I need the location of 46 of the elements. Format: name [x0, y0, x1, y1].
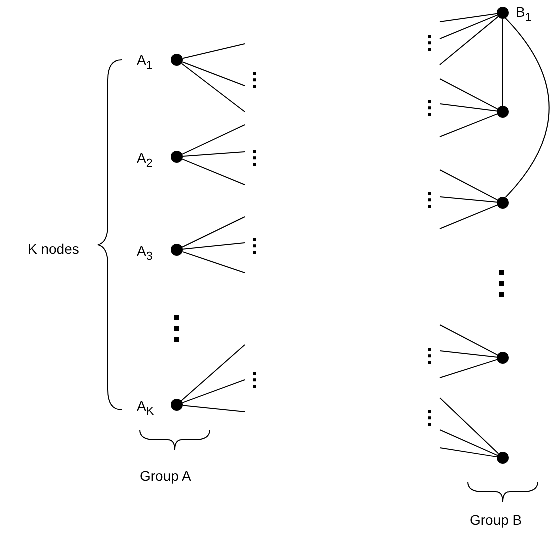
brace-label: K nodes — [28, 241, 80, 257]
connector-line — [182, 62, 246, 86]
node-dot — [497, 197, 509, 209]
node-label: B$_{1}$ — [516, 4, 532, 26]
connector-line — [182, 242, 246, 250]
connector-line — [505, 18, 550, 198]
connector-line — [182, 216, 246, 248]
connector-line — [182, 124, 246, 155]
connector-line — [440, 16, 499, 66]
node-dot — [497, 352, 509, 364]
node-label: A$_{K}$ — [137, 398, 154, 420]
connector-line — [440, 196, 498, 203]
connector-line — [440, 398, 500, 454]
connector-line — [182, 405, 246, 412]
node-label: A$_{3}$ — [137, 243, 153, 265]
connector-line — [440, 104, 498, 112]
connector-line — [181, 63, 246, 112]
connector-line — [440, 350, 498, 358]
group-label: Group B — [470, 512, 522, 528]
connector-line — [440, 13, 498, 22]
connector-line — [440, 204, 498, 230]
node-dot — [171, 399, 183, 411]
node-dot — [171, 151, 183, 163]
connector-line — [182, 380, 246, 404]
connector-line — [181, 344, 246, 402]
connector-line — [440, 448, 498, 458]
node-dot — [497, 452, 509, 464]
connector-line — [502, 18, 504, 106]
connector-line — [182, 44, 246, 60]
connector-line — [182, 251, 246, 274]
connector-line — [440, 78, 498, 110]
node-dot — [171, 244, 183, 256]
node-dot — [497, 7, 509, 19]
connector-line — [440, 114, 498, 138]
group-label: Group A — [140, 468, 192, 484]
connector-line — [182, 158, 246, 186]
connector-line — [440, 324, 498, 356]
connector-line — [440, 359, 498, 378]
node-label: A$_{2}$ — [137, 150, 153, 172]
node-dot — [497, 106, 509, 118]
node-dot — [171, 54, 183, 66]
node-label: A$_{1}$ — [137, 52, 153, 74]
connector-line — [440, 170, 498, 201]
connector-line — [440, 14, 498, 40]
connector-line — [440, 430, 498, 456]
connector-line — [182, 152, 246, 158]
